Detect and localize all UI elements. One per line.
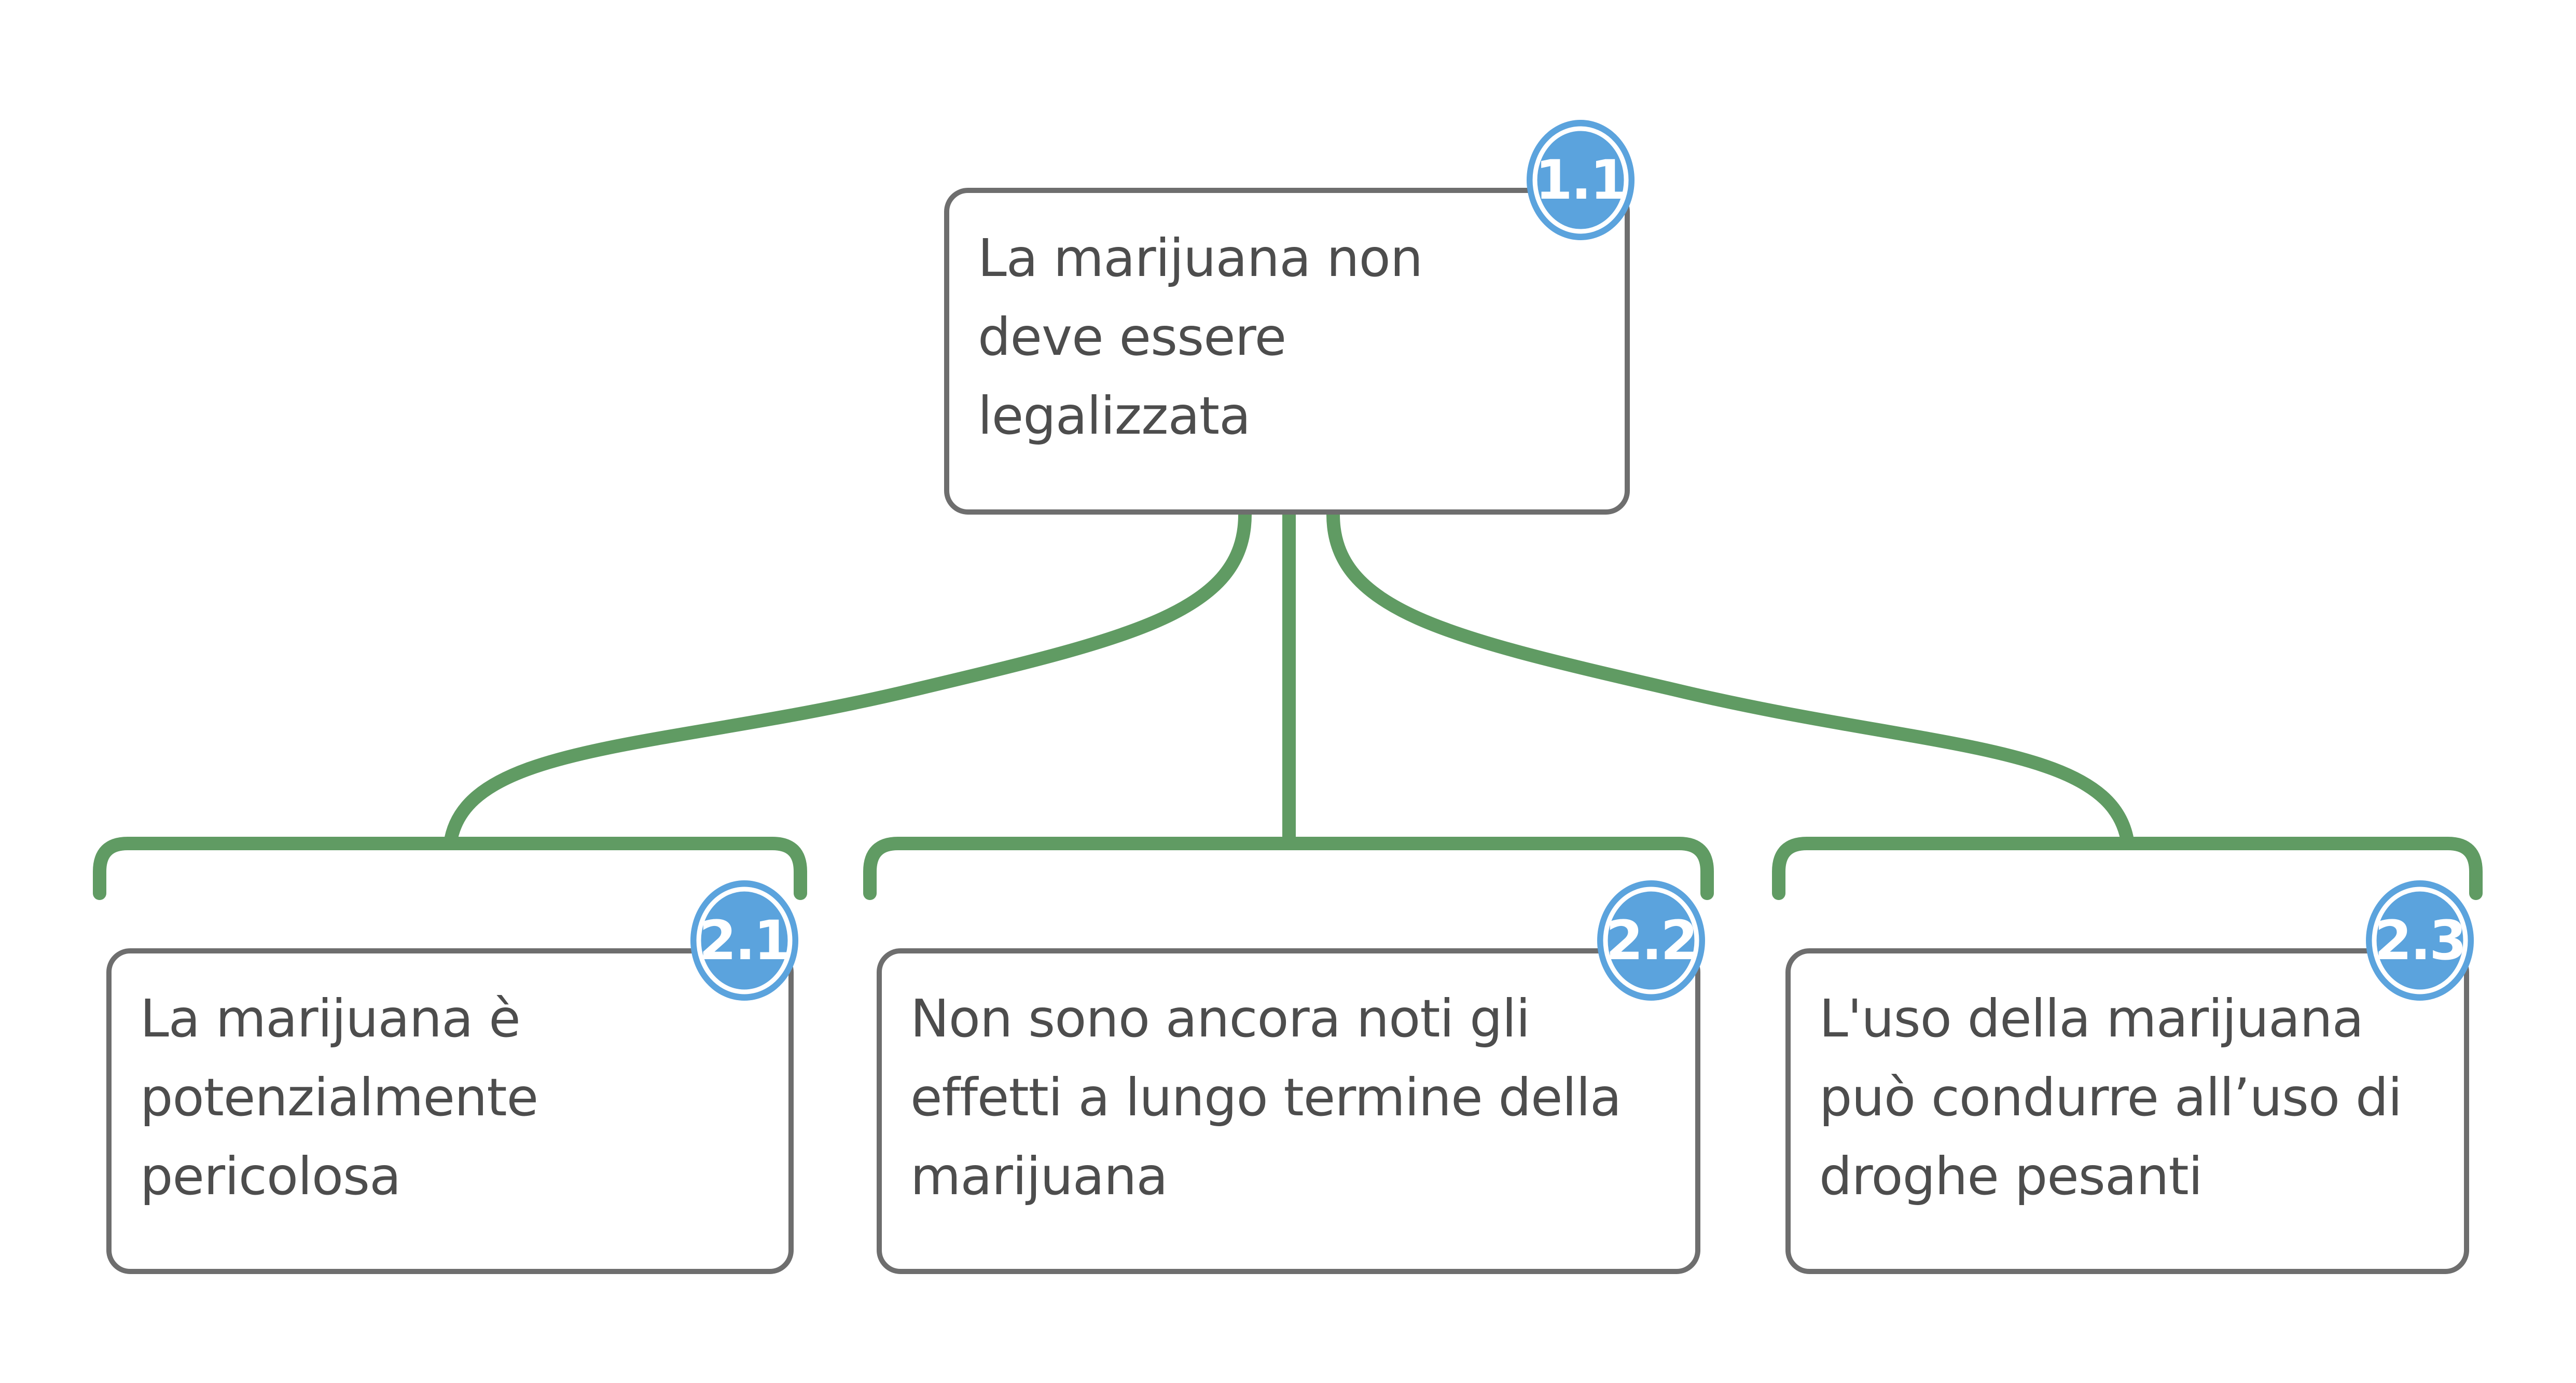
badge-ellipse-icon — [2366, 880, 2474, 1001]
connector-root-to-2-1 — [444, 508, 1252, 850]
badge-2-1[interactable]: 2.1 — [689, 879, 800, 1002]
badge-2-2[interactable]: 2.2 — [1596, 879, 1707, 1002]
connector-root-to-2-3 — [1326, 508, 2135, 850]
node-box-2-2[interactable]: Non sono ancora noti gli effetti a lungo… — [877, 948, 1700, 1274]
badge-2-3[interactable]: 2.3 — [2364, 879, 2475, 1002]
badge-ellipse-icon — [1527, 120, 1635, 240]
bracket-2-2 — [863, 837, 1714, 900]
badge-label-2-3: 2.3 — [2374, 909, 2467, 972]
node-text-root: La marijuana non deve essere legalizzata — [978, 228, 1423, 446]
node-box-2-1[interactable]: La marijuana è potenzialmente pericolosa — [106, 948, 794, 1274]
badge-ellipse-icon — [690, 880, 798, 1001]
badge-ellipse-icon — [1597, 880, 1705, 1001]
node-text-2-3: L'uso della marijuana può condurre all’u… — [1819, 988, 2402, 1207]
bracket-2-3 — [1772, 837, 2483, 900]
badge-1-1[interactable]: 1.1 — [1525, 118, 1636, 242]
badge-label-2-1: 2.1 — [699, 909, 791, 972]
bracket-2-1 — [93, 837, 807, 900]
node-text-2-2: Non sono ancora noti gli effetti a lungo… — [910, 988, 1622, 1207]
badge-label-1-1: 1.1 — [1535, 148, 1627, 212]
node-box-root[interactable]: La marijuana non deve essere legalizzata — [944, 188, 1630, 515]
node-text-2-1: La marijuana è potenzialmente pericolosa — [140, 988, 538, 1207]
node-box-2-3[interactable]: L'uso della marijuana può condurre all’u… — [1785, 948, 2469, 1274]
badge-label-2-2: 2.2 — [1605, 909, 1698, 972]
